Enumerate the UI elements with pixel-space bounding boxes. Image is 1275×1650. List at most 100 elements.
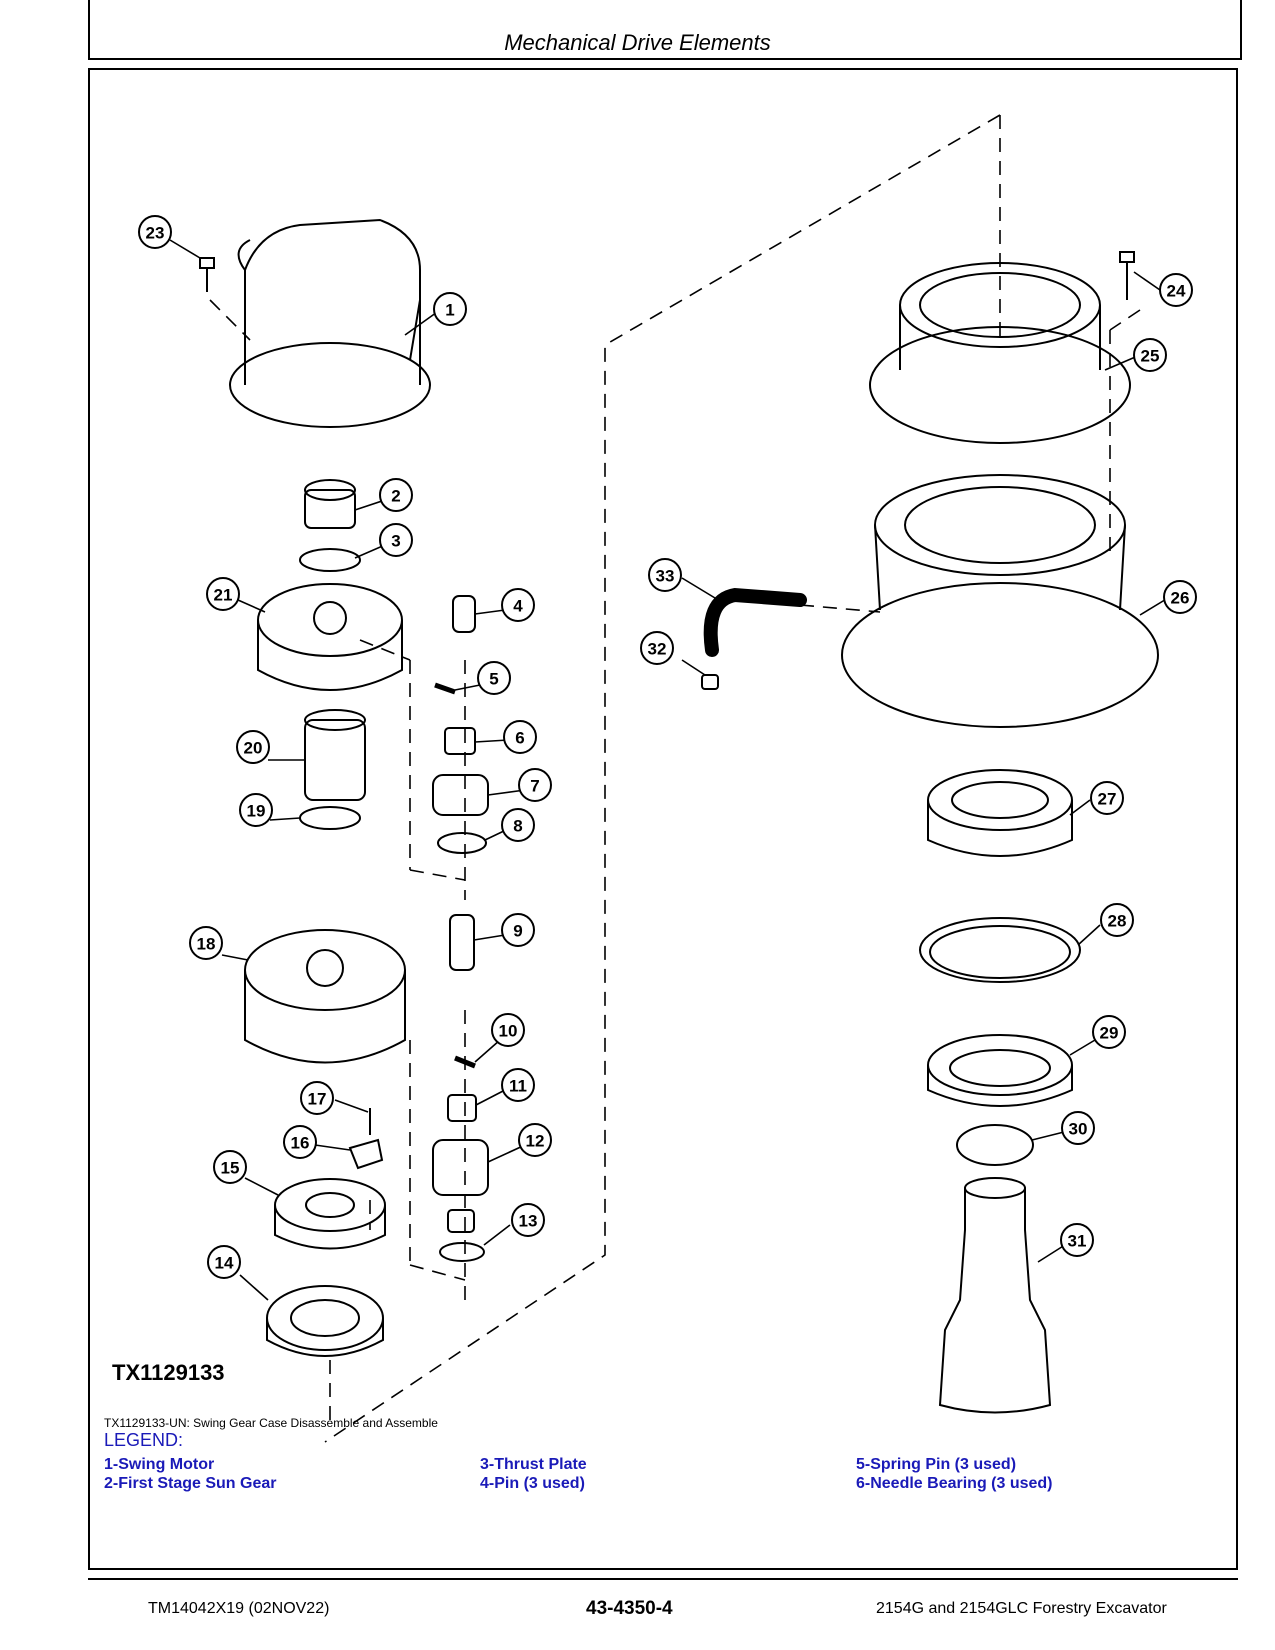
seal-29-part bbox=[927, 1034, 1073, 1107]
callout-10: 10 bbox=[491, 1013, 525, 1047]
callout-21: 21 bbox=[206, 577, 240, 611]
svg-text:19: 19 bbox=[247, 802, 266, 821]
legend-item: 4-Pin (3 used) bbox=[480, 1475, 585, 1492]
bearing-27-part bbox=[927, 769, 1073, 857]
callout-17: 17 bbox=[300, 1081, 334, 1115]
header-frame bbox=[88, 0, 1242, 60]
legend-item: 5-Spring Pin (3 used) bbox=[856, 1456, 1017, 1473]
svg-text:32: 32 bbox=[648, 640, 667, 659]
planet-gear-12-part bbox=[432, 1139, 489, 1196]
svg-text:11: 11 bbox=[509, 1077, 527, 1096]
callout-9: 9 bbox=[501, 913, 535, 947]
figure-id: TX1129133 bbox=[112, 1360, 225, 1385]
svg-text:2: 2 bbox=[391, 487, 400, 506]
spring-pin-part bbox=[434, 682, 456, 695]
legend-item: 1-Swing Motor bbox=[104, 1456, 215, 1473]
callout-1: 1 bbox=[433, 292, 467, 326]
svg-text:3: 3 bbox=[391, 532, 400, 551]
cap-screw-24 bbox=[1119, 251, 1135, 300]
svg-text:16: 16 bbox=[291, 1134, 310, 1153]
svg-text:21: 21 bbox=[214, 586, 233, 605]
plate-19-part bbox=[299, 806, 361, 830]
svg-text:27: 27 bbox=[1098, 790, 1117, 809]
seal-14-part bbox=[266, 1285, 384, 1357]
sun-gear-part bbox=[304, 479, 356, 529]
lock-plate-16-part bbox=[348, 1138, 384, 1170]
hose-33-part bbox=[703, 587, 807, 657]
svg-text:14: 14 bbox=[215, 1254, 234, 1273]
figure-caption: TX1129133-UN: Swing Gear Case Disassembl… bbox=[104, 1416, 438, 1430]
svg-text:4: 4 bbox=[513, 597, 523, 616]
callout-6: 6 bbox=[503, 720, 537, 754]
footer-machine: 2154G and 2154GLC Forestry Excavator bbox=[876, 1600, 1167, 1617]
svg-text:5: 5 bbox=[489, 670, 498, 689]
pin-4-part bbox=[452, 595, 476, 633]
svg-text:8: 8 bbox=[513, 817, 522, 836]
washer-13-part bbox=[439, 1242, 485, 1262]
callout-29: 29 bbox=[1092, 1015, 1126, 1049]
cap-screw-23 bbox=[199, 257, 215, 292]
thrust-plate-part bbox=[299, 548, 361, 572]
legend-item: 2-First Stage Sun Gear bbox=[104, 1475, 277, 1492]
legend-heading: LEGEND: bbox=[104, 1430, 184, 1450]
callout-28: 28 bbox=[1100, 903, 1134, 937]
svg-text:1: 1 bbox=[445, 301, 454, 320]
svg-text:24: 24 bbox=[1167, 282, 1186, 301]
callout-15: 15 bbox=[213, 1150, 247, 1184]
callout-4: 4 bbox=[501, 588, 535, 622]
callout-12: 12 bbox=[518, 1123, 552, 1157]
svg-text:31: 31 bbox=[1068, 1232, 1087, 1251]
callout-7: 7 bbox=[518, 768, 552, 802]
callout-balloons: 23 1 2 3 21 4 5 6 7 8 20 19 9 18 10 11 1… bbox=[138, 215, 1197, 1279]
svg-text:17: 17 bbox=[308, 1090, 327, 1109]
svg-text:33: 33 bbox=[656, 567, 675, 586]
ring-28-part bbox=[919, 917, 1081, 983]
footer-rule bbox=[88, 1578, 1238, 1580]
shim-30-part bbox=[956, 1124, 1034, 1166]
section-title: Mechanical Drive Elements bbox=[504, 30, 771, 55]
svg-text:29: 29 bbox=[1100, 1024, 1119, 1043]
callout-19: 19 bbox=[239, 793, 273, 827]
svg-text:18: 18 bbox=[197, 935, 216, 954]
callout-2: 2 bbox=[379, 478, 413, 512]
callout-32: 32 bbox=[640, 631, 674, 665]
swing-gear-case-25-part bbox=[869, 262, 1131, 444]
svg-text:6: 6 bbox=[515, 729, 524, 748]
callout-8: 8 bbox=[501, 808, 535, 842]
fitting-32-part bbox=[701, 674, 719, 690]
spring-pin-10-part bbox=[454, 1055, 476, 1069]
callout-11: 11 bbox=[501, 1068, 535, 1102]
page-number: 43-4350-4 bbox=[586, 1598, 673, 1619]
needle-bearing-11-part bbox=[447, 1094, 477, 1122]
svg-text:12: 12 bbox=[526, 1132, 545, 1151]
footer-doc-id: TM14042X19 (02NOV22) bbox=[148, 1600, 330, 1617]
svg-text:10: 10 bbox=[499, 1022, 518, 1041]
callout-13: 13 bbox=[511, 1203, 545, 1237]
callout-25: 25 bbox=[1133, 338, 1167, 372]
svg-text:9: 9 bbox=[513, 922, 522, 941]
svg-text:30: 30 bbox=[1069, 1120, 1088, 1139]
figure-box bbox=[88, 68, 1238, 1570]
housing-26-part bbox=[841, 474, 1159, 728]
pin-9-part bbox=[449, 914, 475, 971]
callout-33: 33 bbox=[648, 558, 682, 592]
svg-text:25: 25 bbox=[1141, 347, 1160, 366]
gear-20-part bbox=[304, 709, 366, 801]
nut-15-part bbox=[274, 1178, 386, 1250]
swing-motor-part bbox=[229, 218, 431, 428]
svg-text:28: 28 bbox=[1108, 912, 1127, 931]
callout-14: 14 bbox=[207, 1245, 241, 1279]
svg-text:15: 15 bbox=[221, 1159, 240, 1178]
needle-bearing-6-part bbox=[444, 727, 476, 755]
planet-gear-7-part bbox=[432, 774, 489, 816]
callout-30: 30 bbox=[1061, 1111, 1095, 1145]
callout-27: 27 bbox=[1090, 781, 1124, 815]
legend-item: 6-Needle Bearing (3 used) bbox=[856, 1475, 1053, 1492]
carrier-18-part bbox=[244, 929, 406, 1064]
svg-text:20: 20 bbox=[244, 739, 263, 758]
legend-item: 3-Thrust Plate bbox=[480, 1456, 587, 1473]
callout-20: 20 bbox=[236, 730, 270, 764]
pinion-shaft-31-part bbox=[938, 1177, 1052, 1414]
svg-text:7: 7 bbox=[530, 777, 539, 796]
svg-text:26: 26 bbox=[1171, 589, 1190, 608]
